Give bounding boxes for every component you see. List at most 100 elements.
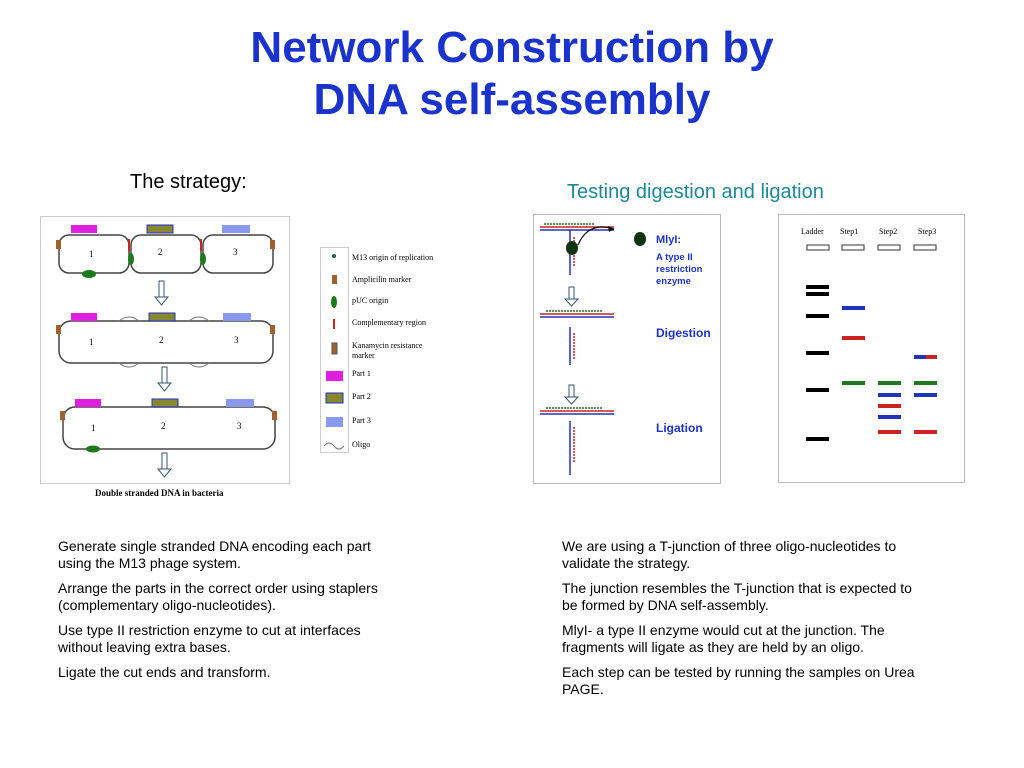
testing-heading: Testing digestion and ligation xyxy=(567,181,824,203)
legend-label: Oligo xyxy=(352,440,371,449)
part2-swatch xyxy=(151,398,179,408)
puc-origin-icon xyxy=(82,270,96,278)
part-number-3: 3 xyxy=(233,247,238,257)
legend-label: pUC origin xyxy=(352,296,389,305)
part-number-1: 1 xyxy=(91,423,96,433)
gel-well xyxy=(913,244,937,251)
part1-swatch xyxy=(71,313,97,321)
puc-origin-icon xyxy=(200,253,206,265)
gel-band-step2 xyxy=(878,415,901,419)
ampicillin-marker-icon xyxy=(270,325,275,334)
kanamycin-marker-icon xyxy=(331,342,338,355)
down-arrow-icon xyxy=(563,384,580,405)
part2-swatch xyxy=(148,312,176,322)
puc-origin-icon xyxy=(331,296,337,308)
gel-band-step2 xyxy=(878,430,901,434)
down-arrow-icon xyxy=(156,366,173,392)
ampicillin-marker-icon xyxy=(56,240,61,249)
gel-band-ladder xyxy=(806,388,829,392)
gel-band-step2 xyxy=(878,404,901,408)
bullet-item: Arrange the parts in the correct order u… xyxy=(58,580,378,613)
junction-stage-initial xyxy=(540,223,615,275)
t-junction-svg: MlyI: A type II restriction enzyme Diges… xyxy=(540,223,711,475)
part3-swatch xyxy=(222,225,250,233)
part-number-2: 2 xyxy=(159,335,164,345)
bullet-item: The junction resembles the T-junction th… xyxy=(562,580,912,613)
legend-label: M13 origin of replication xyxy=(352,253,434,262)
gel-band-step1 xyxy=(842,381,865,385)
part3-swatch xyxy=(226,399,254,407)
legend-icons xyxy=(323,254,345,450)
gel-band-step3 xyxy=(926,355,937,359)
legend-label: Part 1 xyxy=(352,369,371,378)
part1-swatch xyxy=(71,225,97,233)
bullet-item: We are using a T-junction of three oligo… xyxy=(562,538,897,571)
ampicillin-marker-icon xyxy=(272,411,277,420)
gel-well xyxy=(841,244,865,251)
ampicillin-marker-icon xyxy=(332,275,337,284)
digestion-label: Digestion xyxy=(656,326,711,340)
ligation-label: Ligation xyxy=(656,421,703,435)
gel-band-step3 xyxy=(914,355,926,359)
gel-band-ladder xyxy=(806,351,829,355)
down-arrow-icon xyxy=(153,280,170,306)
gel-band-step3 xyxy=(914,393,937,397)
strategy-legend xyxy=(320,247,349,453)
gel-band-ladder xyxy=(806,285,829,289)
mlyi-enzyme-icon xyxy=(566,241,578,255)
legend-label: Complementary region xyxy=(352,318,426,327)
left-bullets: Generate single stranded DNA encoding ea… xyxy=(58,538,408,689)
slide-title: Network Construction by DNA self-assembl… xyxy=(0,22,1024,126)
oligo-icon xyxy=(118,316,210,368)
part1-swatch xyxy=(75,399,101,407)
gel-band-ladder xyxy=(806,437,829,441)
bullet-item: Use type II restriction enzyme to cut at… xyxy=(58,622,361,655)
part3-swatch xyxy=(326,417,343,427)
lane-label-step1: Step1 xyxy=(840,227,858,236)
lane-label-step2: Step2 xyxy=(879,227,897,236)
down-arrow-icon xyxy=(563,286,580,307)
gel-band-step3 xyxy=(914,430,937,434)
strategy-caption: Double stranded DNA in bacteria xyxy=(95,488,224,498)
gel-band-step3 xyxy=(914,381,937,385)
gel-well xyxy=(877,244,901,251)
bullet-item: Generate single stranded DNA encoding ea… xyxy=(58,538,371,571)
gel-band-ladder xyxy=(806,292,829,296)
gel-band-step2 xyxy=(878,393,901,397)
bullet-item: Ligate the cut ends and transform. xyxy=(58,664,271,680)
part2-swatch xyxy=(325,392,344,404)
bullet-item: MlyI- a type II enzyme would cut at the … xyxy=(562,622,885,655)
junction-stage-ligation xyxy=(540,407,614,475)
ampicillin-marker-icon xyxy=(60,411,65,420)
right-bullets: We are using a T-junction of three oligo… xyxy=(562,538,927,706)
part-number-2: 2 xyxy=(161,421,166,431)
part-number-3: 3 xyxy=(237,421,242,431)
legend-label: Part 2 xyxy=(352,392,371,401)
part3-swatch xyxy=(223,313,251,321)
gel-well xyxy=(806,244,830,251)
down-arrow-icon xyxy=(156,452,173,478)
bullet-item: Each step can be tested by running the s… xyxy=(562,664,915,697)
m13-origin-icon xyxy=(332,254,336,258)
part-number-1: 1 xyxy=(89,249,94,259)
enzyme-desc: restriction xyxy=(656,264,703,275)
puc-origin-icon xyxy=(128,253,134,265)
puc-origin-icon xyxy=(86,445,100,453)
gel-band-step1 xyxy=(842,336,865,340)
part2-swatch xyxy=(146,224,174,234)
legend-label: Part 3 xyxy=(352,416,371,425)
lane-label-step3: Step3 xyxy=(918,227,936,236)
lane-label-ladder: Ladder xyxy=(801,227,824,236)
oligo-icon xyxy=(323,442,345,450)
title-line-2: DNA self-assembly xyxy=(313,75,711,124)
enzyme-desc: A type II xyxy=(656,252,693,263)
ampicillin-marker-icon xyxy=(56,325,61,334)
junction-stage-digestion xyxy=(540,310,614,365)
mlyi-enzyme-icon xyxy=(634,232,646,246)
strategy-diagram: 1 2 3 1 2 3 1 2 3 xyxy=(40,216,290,484)
legend-label: Amplicilin marker xyxy=(352,275,412,284)
enzyme-name: MlyI: xyxy=(656,234,681,246)
gel-band-step2 xyxy=(878,381,901,385)
t-junction-diagram: MlyI: A type II restriction enzyme Diges… xyxy=(533,214,721,484)
gel-diagram: Ladder Step1 Step2 Step3 xyxy=(778,214,965,483)
